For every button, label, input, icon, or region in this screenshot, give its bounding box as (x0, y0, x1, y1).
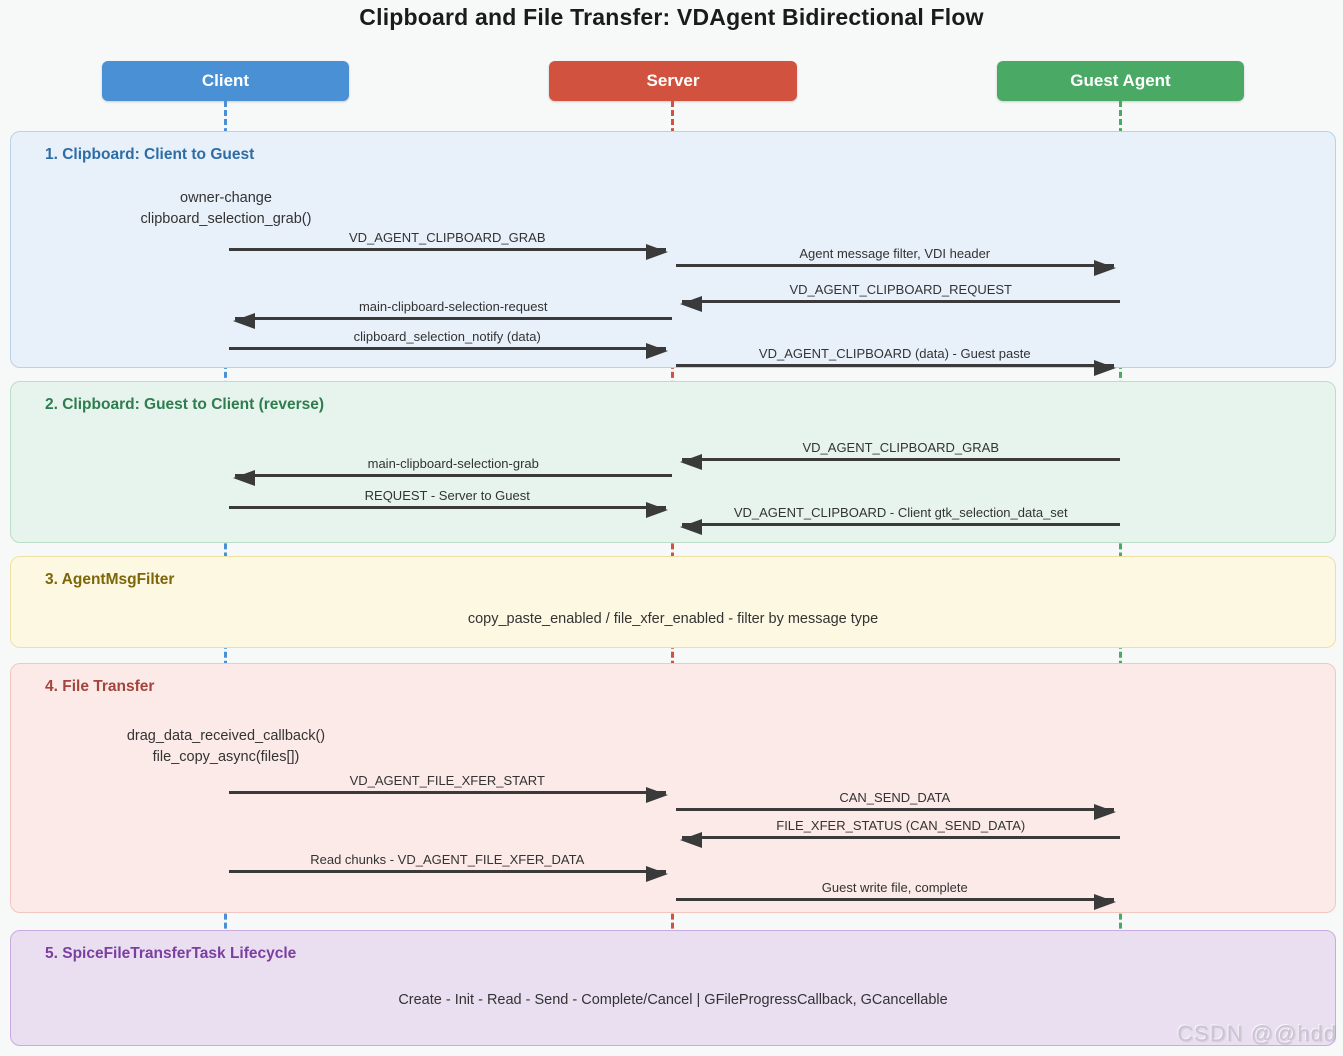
section-note: drag_data_received_callback() (126, 728, 326, 744)
message-layer: VD_AGENT_FILE_XFER_START CAN_SEND_DATA FIL… (11, 664, 1335, 912)
section-title: 3. AgentMsgFilter (45, 571, 175, 588)
diagram-title: Clipboard and File Transfer: VDAgent Bid… (359, 4, 984, 30)
section-title: 1. Clipboard: Client to Guest (45, 146, 255, 163)
section-note: clipboard_selection_grab() (140, 211, 312, 227)
arrow-line (676, 894, 1116, 910)
message-arrow: Guest write file, complete (676, 880, 1116, 910)
section-spice-file-transfer-task-lifecycle: 5. SpiceFileTransferTask Lifecycle Creat… (10, 930, 1336, 1046)
message-arrow: Agent message filter, VDI header (676, 246, 1116, 276)
actor-label-guest-agent: Guest Agent (1070, 71, 1171, 90)
message-label: VD_AGENT_CLIPBOARD_GRAB (802, 440, 999, 455)
message-arrow: VD_AGENT_CLIPBOARD (data) - Guest paste (676, 346, 1116, 376)
arrow-line (232, 470, 672, 486)
client-notes: owner-change clipboard_selection_grab() (26, 188, 426, 230)
arrow-line (228, 787, 668, 803)
message-label: Guest write file, complete (821, 880, 968, 895)
arrowhead-icon (680, 832, 702, 848)
section-title: 2. Clipboard: Guest to Client (reverse) (45, 396, 325, 413)
section-agent-msg-filter: 3. AgentMsgFilter copy_paste_enabled / f… (10, 556, 1336, 648)
section-clipboard-client-to-guest: 1. Clipboard: Client to Guest owner-chan… (10, 131, 1336, 376)
section-clipboard-guest-to-client: 2. Clipboard: Guest to Client (reverse) … (10, 381, 1336, 543)
message-arrow: REQUEST - Server to Guest (228, 488, 668, 518)
arrow-line (228, 244, 668, 260)
arrowhead-icon (232, 470, 255, 486)
message-label: VD_AGENT_CLIPBOARD_GRAB (348, 230, 546, 245)
arrow-line (676, 804, 1116, 820)
message-arrow: VD_AGENT_CLIPBOARD_REQUEST (680, 282, 1120, 312)
arrow-line (676, 360, 1116, 376)
arrowhead-icon (1093, 804, 1116, 820)
message-label: main-clipboard-selection-grab (367, 456, 539, 471)
arrow-line (680, 832, 1120, 848)
actor-box-guest-agent: Guest Agent (997, 61, 1244, 101)
arrowhead-icon (646, 244, 668, 260)
arrowhead-icon (646, 343, 668, 359)
client-notes: drag_data_received_callback() file_copy_… (26, 726, 426, 768)
arrowhead-icon (680, 454, 702, 470)
actor-label-client: Client (201, 71, 250, 90)
message-label: VD_AGENT_CLIPBOARD_REQUEST (789, 282, 1012, 297)
message-label: CAN_SEND_DATA (839, 790, 951, 805)
actor-box-server: Server (549, 61, 797, 101)
message-label: Read chunks - VD_AGENT_FILE_XFER_DATA (310, 852, 585, 867)
message-arrow: VD_AGENT_CLIPBOARD - Client gtk_selectio… (680, 505, 1120, 535)
arrow-line (680, 296, 1120, 312)
message-label: VD_AGENT_FILE_XFER_START (349, 773, 545, 788)
message-arrow: VD_AGENT_CLIPBOARD_GRAB (228, 230, 668, 260)
message-layer: VD_AGENT_CLIPBOARD_GRAB main-clipboard-se… (11, 382, 1335, 542)
message-label: REQUEST - Server to Guest (364, 488, 530, 503)
section-title: 4. File Transfer (45, 678, 155, 695)
center-note: copy_paste_enabled / file_xfer_enabled -… (467, 611, 879, 627)
arrowhead-icon (232, 313, 255, 329)
arrowhead-icon (1093, 894, 1116, 910)
message-arrow: main-clipboard-selection-grab (232, 456, 672, 486)
arrowhead-icon (680, 296, 702, 312)
arrowhead-icon (680, 519, 702, 535)
arrow-line (680, 454, 1120, 470)
arrow-line (228, 343, 668, 359)
arrowhead-icon (646, 502, 668, 518)
message-label: VD_AGENT_CLIPBOARD - Client gtk_selectio… (733, 505, 1068, 520)
arrow-line (676, 260, 1116, 276)
message-label: Agent message filter, VDI header (799, 246, 991, 261)
center-note: Create - Init - Read - Send - Complete/C… (398, 992, 948, 1008)
arrowhead-icon (646, 866, 668, 882)
message-label: VD_AGENT_CLIPBOARD (data) - Guest paste (758, 346, 1031, 361)
actor-label-server: Server (646, 71, 700, 90)
section-file-transfer: 4. File Transfer drag_data_received_call… (10, 663, 1336, 913)
message-label: FILE_XFER_STATUS (CAN_SEND_DATA) (776, 818, 1026, 833)
arrow-line (228, 866, 668, 882)
arrowhead-icon (1093, 360, 1116, 376)
arrowhead-icon (646, 787, 668, 803)
arrow-line (228, 502, 668, 518)
message-arrow: Read chunks - VD_AGENT_FILE_XFER_DATA (228, 852, 668, 882)
section-title: 5. SpiceFileTransferTask Lifecycle (45, 945, 297, 962)
arrow-line (680, 519, 1120, 535)
watermark: CSDN @@hdd (1177, 1021, 1337, 1046)
message-layer: VD_AGENT_CLIPBOARD_GRAB Agent message fil… (11, 132, 1335, 376)
message-arrow: VD_AGENT_FILE_XFER_START (228, 773, 668, 803)
message-arrow: main-clipboard-selection-request (232, 299, 672, 329)
arrowhead-icon (1093, 260, 1116, 276)
message-label: main-clipboard-selection-request (358, 299, 548, 314)
section-note: file_copy_async(files[]) (152, 749, 300, 765)
actor-box-client: Client (102, 61, 349, 101)
section-note: owner-change (180, 190, 272, 206)
message-label: clipboard_selection_notify (data) (353, 329, 541, 344)
message-arrow: FILE_XFER_STATUS (CAN_SEND_DATA) (680, 818, 1120, 848)
message-arrow: CAN_SEND_DATA (676, 790, 1116, 820)
message-arrow: VD_AGENT_CLIPBOARD_GRAB (680, 440, 1120, 470)
message-arrow: clipboard_selection_notify (data) (228, 329, 668, 359)
arrow-line (232, 313, 672, 329)
